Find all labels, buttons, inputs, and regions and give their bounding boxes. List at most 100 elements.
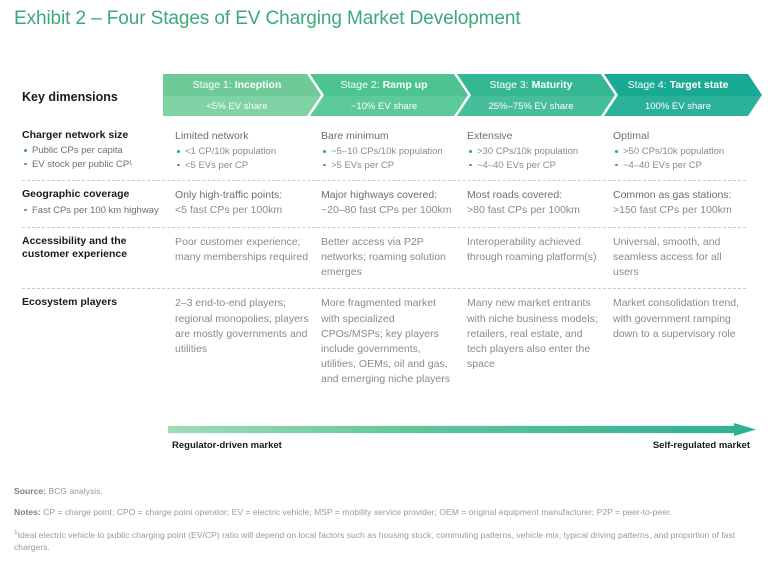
stage-cell-4: Common as gas stations: >150 fast CPs per… [613, 188, 759, 218]
stage-prefix-3: Stage 3: [489, 79, 529, 91]
stage-share-2: ~10% EV share [310, 96, 468, 116]
cell-body: >80 fast CPs per 100km [467, 204, 580, 217]
stage-arrow-1[interactable]: Stage 1:Inception<5% EV share [163, 74, 321, 116]
stage-prefix-4: Stage 4: [627, 79, 667, 91]
dimension-bullet: EV stock per public CP¹ [22, 158, 167, 171]
arrow-label-regulator-driven: Regulator-driven market [172, 440, 282, 451]
notes-line: Notes: CP = charge point; CPO = charge p… [14, 506, 756, 518]
stage-cell-1: Poor customer experience; many membershi… [175, 235, 321, 281]
dimension-title: Charger network size [22, 129, 129, 141]
dimension-title: Accessibility and the customer experienc… [22, 234, 128, 261]
footnote-text: Ideal electric vehicle to public chargin… [14, 529, 736, 553]
cell-heading: Most roads covered: [467, 189, 563, 202]
cell-body: Many new market entrants with niche busi… [467, 297, 598, 371]
cell-bullet-list: <1 CP/10k population<5 EVs per CP [175, 145, 311, 172]
stage-cell-4: Universal, smooth, and seamless access f… [613, 235, 759, 281]
stage-cell-1: Limited network <1 CP/10k population<5 EV… [175, 129, 321, 172]
stage-cell-2: Better access via P2P networks; roaming … [321, 235, 467, 281]
cell-bullet-list: ~5–10 CPs/10k population>5 EVs per CP [321, 145, 457, 172]
stage-cell-2: More fragmented market with specialized … [321, 296, 467, 387]
cell-body: Interoperability achieved through roamin… [467, 235, 597, 263]
stage-name-4: Target state [669, 79, 729, 91]
stage-title-3: Stage 3:Maturity [457, 74, 615, 96]
cell-body: Poor customer experience; many membershi… [175, 235, 309, 263]
stage-cell-4: Market consolidation trend, with governm… [613, 296, 759, 387]
stage-cell-2: Major highways covered: ~20–80 fast CPs p… [321, 188, 467, 218]
cell-heading: Major highways covered: [321, 189, 438, 202]
cell-bullet: <1 CP/10k population [175, 145, 311, 158]
row-divider [22, 180, 746, 182]
stage-share-3: 25%–75% EV share [457, 96, 615, 116]
cell-bullet: ~4–40 EVs per CP [467, 159, 603, 172]
cell-heading: Extensive [467, 130, 513, 142]
stage-cell-1: 2–3 end-to-end players; regional monopol… [175, 296, 321, 387]
dimension-bullet: Public CPs per capita [22, 144, 167, 157]
cell-bullet: >50 CPs/10k population [613, 145, 749, 158]
stage-title-1: Stage 1:Inception [163, 74, 321, 96]
dimension-cell: Ecosystem players [22, 296, 175, 387]
cell-heading: Common as gas stations: [613, 189, 732, 202]
market-progression-arrow [168, 420, 756, 438]
stage-title-4: Stage 4:Target state [604, 74, 762, 96]
key-dimensions-label: Key dimensions [22, 90, 118, 104]
stage-name-1: Inception [234, 79, 282, 91]
cell-body: Better access via P2P networks; roaming … [321, 235, 446, 279]
cell-bullet: >30 CPs/10k population [467, 145, 603, 158]
stage-cell-1: Only high-traffic points: <5 fast CPs per… [175, 188, 321, 218]
cell-body: <5 fast CPs per 100km [175, 204, 283, 217]
arrow-label-self-regulated: Self-regulated market [652, 440, 750, 451]
gradient-arrow-shape [168, 423, 756, 436]
footnote-line: 1Ideal electric vehicle to public chargi… [14, 528, 756, 554]
table-row: Accessibility and the customer experienc… [22, 228, 746, 289]
cell-body: >150 fast CPs per 100km [613, 204, 732, 217]
stage-cell-2: Bare minimum~5–10 CPs/10k population>5 E… [321, 129, 467, 172]
table-row: Ecosystem players 2–3 end-to-end players;… [22, 289, 746, 395]
dimension-cell: Accessibility and the customer experienc… [22, 235, 175, 281]
page-title: Exhibit 2 – Four Stages of EV Charging M… [14, 8, 521, 29]
stage-share-1: <5% EV share [163, 96, 321, 116]
source-line: Source: BCG analysis. [14, 485, 756, 497]
cell-body: Universal, smooth, and seamless access f… [613, 235, 722, 279]
notes-text: CP = charge point; CPO = charge point op… [40, 507, 672, 518]
cell-body: Market consolidation trend, with governm… [613, 297, 740, 340]
stage-prefix-2: Stage 2: [340, 79, 380, 91]
stage-title-2: Stage 2:Ramp up [310, 74, 468, 96]
cell-bullet-list: >50 CPs/10k population~4–40 EVs per CP [613, 145, 749, 172]
row-divider [22, 288, 746, 290]
row-divider [22, 226, 746, 228]
stage-prefix-1: Stage 1: [192, 79, 232, 91]
dimension-title: Ecosystem players [22, 296, 118, 309]
cell-heading: Optimal [613, 130, 650, 142]
stage-name-3: Maturity [531, 79, 573, 91]
stage-cell-3: Interoperability achieved through roamin… [467, 235, 613, 281]
stage-share-4: 100% EV share [604, 96, 762, 116]
cell-heading: Limited network [175, 130, 249, 142]
stage-cell-3: Extensive >30 CPs/10k population~4–40 EVs… [467, 129, 613, 172]
cell-body: 2–3 end-to-end players; regional monopol… [175, 297, 309, 355]
footnotes: Source: BCG analysis. Notes: CP = charge… [14, 485, 756, 563]
cell-heading: Only high-traffic points: [175, 189, 283, 202]
stage-name-2: Ramp up [382, 79, 428, 91]
cell-bullet: ~4–40 EVs per CP [613, 159, 749, 172]
cell-body: More fragmented market with specialized … [321, 297, 450, 386]
stage-cell-3: Many new market entrants with niche busi… [467, 296, 613, 387]
stage-cell-4: Optimal >50 CPs/10k population~4–40 EVs p… [613, 129, 759, 172]
stage-cell-3: Most roads covered: >80 fast CPs per 100k… [467, 188, 613, 218]
source-text: BCG analysis. [46, 486, 103, 496]
cell-bullet-list: >30 CPs/10k population~4–40 EVs per CP [467, 145, 603, 172]
dimension-bullet: Fast CPs per 100 km highway [22, 204, 167, 217]
footnote-marker: 1 [14, 528, 18, 536]
cell-bullet: ~5–10 CPs/10k population [321, 145, 457, 158]
dimension-bullet-list: Fast CPs per 100 km highway [22, 204, 167, 217]
cell-bullet: >5 EVs per CP [321, 159, 457, 172]
stage-arrow-2[interactable]: Stage 2:Ramp up~10% EV share [310, 74, 468, 116]
cell-body: ~20–80 fast CPs per 100km [321, 204, 452, 217]
